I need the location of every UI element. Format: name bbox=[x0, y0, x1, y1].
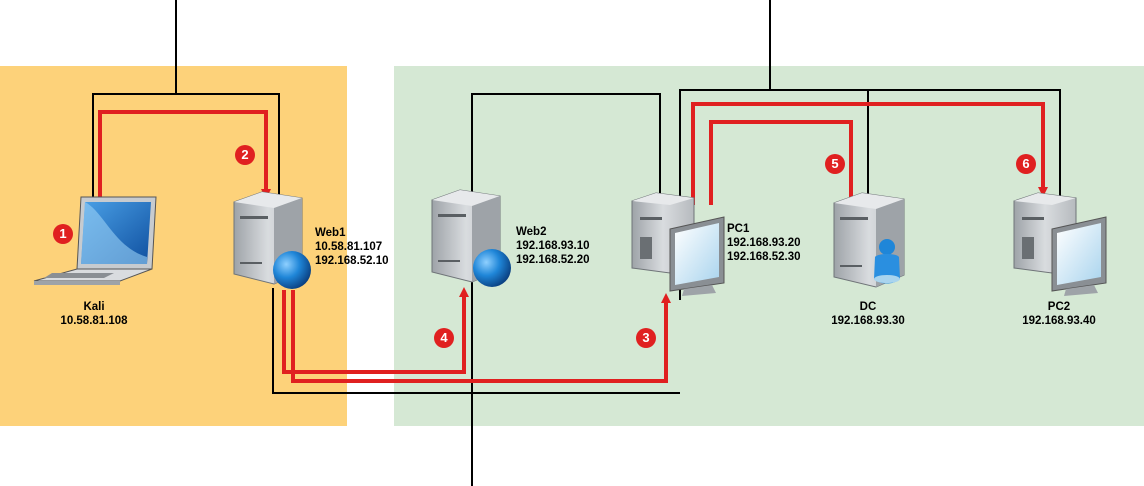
path-kali-to-web1 bbox=[98, 110, 271, 199]
web-server-icon-web1 bbox=[233, 191, 311, 289]
path-pc1-to-dc bbox=[709, 120, 856, 209]
step-badge-2: 2 bbox=[235, 145, 255, 165]
node-ip: 192.168.52.10 bbox=[315, 255, 389, 267]
link-internal-bus bbox=[679, 89, 1061, 300]
node-name: PC2 bbox=[1047, 301, 1071, 313]
domain-controller-icon bbox=[833, 192, 905, 288]
step-badge-4: 4 bbox=[434, 328, 454, 348]
node-name: DC bbox=[859, 301, 877, 313]
node-ip: 192.168.93.20 bbox=[727, 237, 801, 249]
link-kali-web1 bbox=[92, 93, 280, 200]
link-downlink-web2 bbox=[471, 93, 661, 486]
step-badge-6: 6 bbox=[1016, 154, 1036, 174]
node-name: Web1 bbox=[315, 227, 346, 239]
node-ip: 192.168.93.40 bbox=[1022, 315, 1096, 327]
node-ip: 192.168.93.10 bbox=[516, 240, 590, 252]
node-label-web2: Web2 192.168.93.10 192.168.52.20 bbox=[516, 225, 590, 267]
workstation-icon-pc2 bbox=[1013, 192, 1107, 296]
node-ip: 192.168.52.20 bbox=[516, 254, 590, 266]
step-badge-5: 5 bbox=[825, 154, 845, 174]
web-server-icon-web2 bbox=[431, 189, 511, 287]
node-ip: 10.58.81.108 bbox=[60, 315, 128, 327]
laptop-icon bbox=[33, 196, 157, 285]
step-badge-1: 1 bbox=[53, 224, 73, 244]
node-label-pc2: PC2 192.168.93.40 bbox=[1022, 300, 1096, 328]
attack-path bbox=[98, 102, 1048, 383]
node-ip: 192.168.93.30 bbox=[831, 315, 905, 327]
path-web1-to-web2 bbox=[282, 287, 469, 374]
node-label-pc1: PC1 192.168.93.20 192.168.52.30 bbox=[727, 222, 801, 264]
node-name: PC1 bbox=[727, 223, 750, 235]
node-ip: 192.168.52.30 bbox=[727, 251, 801, 263]
black-links bbox=[92, 0, 1061, 486]
node-label-web1: Web1 10.58.81.107 192.168.52.10 bbox=[315, 226, 389, 268]
node-name: Kali bbox=[83, 301, 105, 313]
link-web1-bus bbox=[272, 288, 680, 394]
step-badge-3: 3 bbox=[636, 328, 656, 348]
node-ip: 10.58.81.107 bbox=[315, 241, 383, 253]
workstation-icon-pc1 bbox=[631, 192, 725, 296]
node-label-dc: DC 192.168.93.30 bbox=[831, 300, 905, 328]
path-web1-to-pc1 bbox=[291, 290, 671, 383]
node-name: Web2 bbox=[516, 226, 547, 238]
path-pc1-to-pc2 bbox=[691, 102, 1048, 205]
node-label-kali: Kali 10.58.81.108 bbox=[60, 300, 127, 328]
